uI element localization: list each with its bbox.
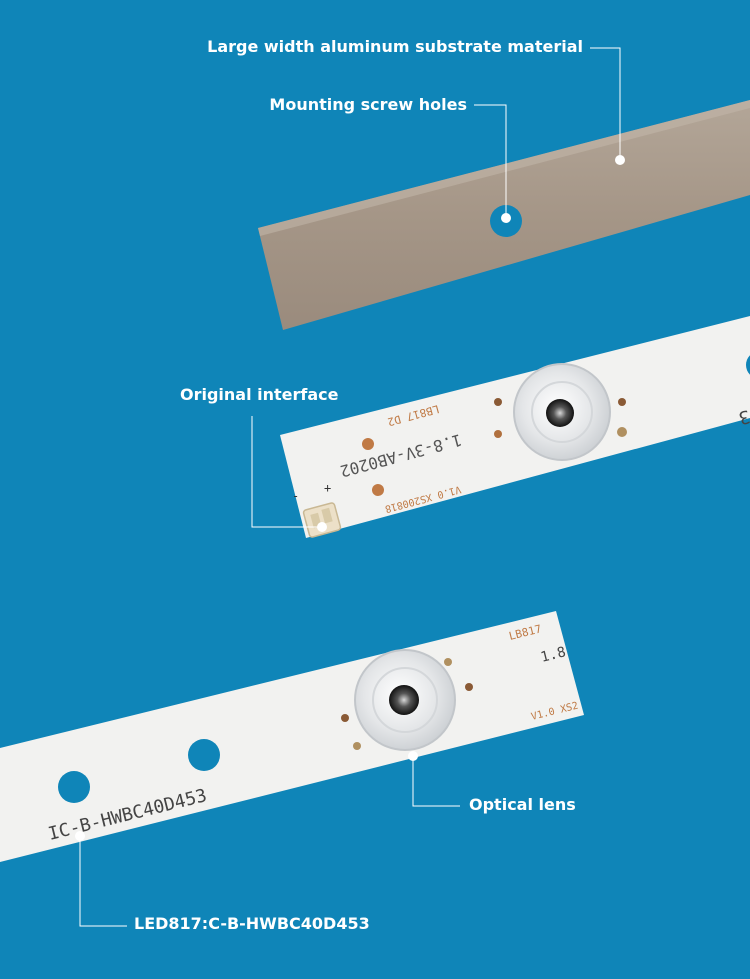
screw-hole-icon xyxy=(58,771,90,803)
solder-pad-icon xyxy=(353,742,361,750)
upper-polarity-minus: - xyxy=(292,489,299,503)
callout-model: LED817:C-B-HWBC40D453 xyxy=(134,914,370,933)
callout-interface: Original interface xyxy=(180,385,339,404)
solder-pad-icon xyxy=(494,398,502,406)
substrate-leader-line xyxy=(590,47,621,160)
callout-substrate: Large width aluminum substrate material xyxy=(207,37,583,56)
model-leader-line xyxy=(79,836,127,927)
screw-hole-icon xyxy=(746,355,750,375)
callout-dots xyxy=(75,155,625,841)
solder-pad-icon xyxy=(341,714,349,722)
connector-icon xyxy=(302,502,342,538)
solder-pad-icon xyxy=(465,683,473,691)
interface-dot xyxy=(317,522,327,532)
pcb-strip-lower: IC-B-HWBC40D453 LB817 1.8 V1.0 XS2 xyxy=(0,611,584,862)
pcb-strip-upper: 1.8-3V-AB0202 LB817 D2 V1.0 XS200818 3 +… xyxy=(280,316,750,538)
solder-pad-icon xyxy=(444,658,452,666)
solder-pad-icon xyxy=(372,484,384,496)
screw-holes-dot xyxy=(501,213,511,223)
upper-polarity-plus: + xyxy=(324,481,331,495)
callout-lens: Optical lens xyxy=(469,795,576,814)
callout-screw-holes: Mounting screw holes xyxy=(269,95,467,114)
solder-pad-icon xyxy=(362,438,374,450)
led-lens-icon xyxy=(354,649,456,751)
led-lens-icon xyxy=(513,363,611,461)
screw-holes-leader-line xyxy=(474,104,507,218)
interface-leader-line xyxy=(251,416,322,528)
screw-hole-icon xyxy=(188,739,220,771)
lens-dot xyxy=(408,751,418,761)
lower-voltage-text: 1.8 xyxy=(539,644,567,666)
solder-pad-icon xyxy=(494,430,502,438)
solder-pad-icon xyxy=(617,427,627,437)
substrate-dot xyxy=(615,155,625,165)
solder-pad-icon xyxy=(618,398,626,406)
callout-lines xyxy=(79,47,621,927)
lens-leader-line xyxy=(412,756,460,807)
model-dot xyxy=(75,831,85,841)
